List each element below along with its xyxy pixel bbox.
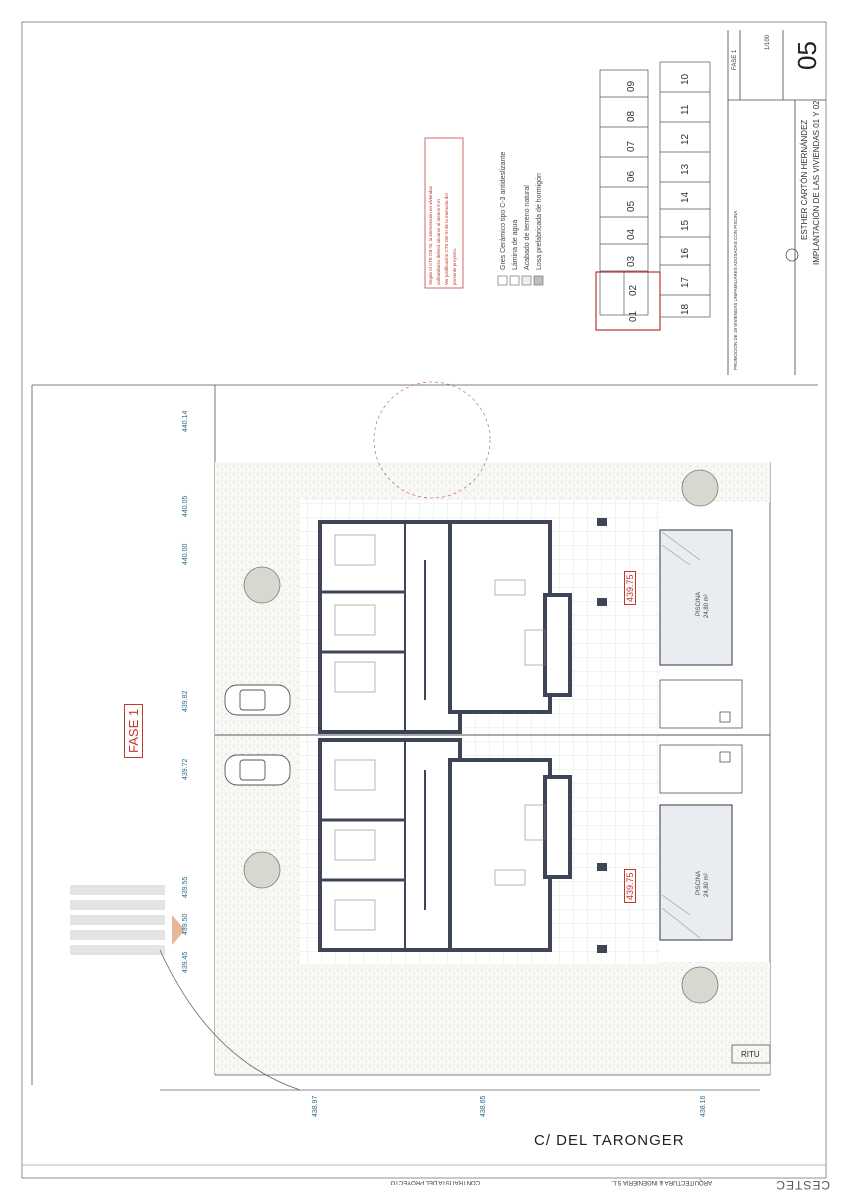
lot-number: 06 xyxy=(626,170,637,182)
elevation-label: 438.97 xyxy=(312,1095,319,1117)
lot-number: 05 xyxy=(626,200,637,212)
terrace-tiles-right xyxy=(580,500,660,964)
zebra-crossing xyxy=(70,885,165,955)
title-block xyxy=(727,30,826,375)
turning-circle xyxy=(373,381,491,499)
sheet-subtitle: IMPLANTACIÓN DE LAS VIVIENDAS 01 Y 02 xyxy=(812,100,821,265)
legend-item: Gres Cerámico tipo C-3 antideslizante xyxy=(500,151,507,270)
lot-number: 03 xyxy=(626,255,637,267)
architect-name: ESTHER CARTÓN HERNÁNDEZ xyxy=(800,119,809,240)
house-upper xyxy=(318,520,572,734)
house-elevation-label: 439.75 xyxy=(624,571,636,605)
lot-number: 12 xyxy=(680,133,691,145)
legend-item: Losa prefabricada de hormigón xyxy=(536,173,543,270)
lot-number: 16 xyxy=(680,247,691,259)
footer-company: ARQUITECTURA & INGENIERÍA S.L. xyxy=(610,1179,712,1185)
car-lower xyxy=(224,754,291,786)
lot-number: 11 xyxy=(680,104,691,115)
legend-item: Lámina de agua xyxy=(512,219,519,270)
pool-upper xyxy=(659,529,733,666)
footer-logo: CESTEC xyxy=(775,1178,830,1192)
lot-number: 13 xyxy=(680,163,691,175)
lot-number: 10 xyxy=(680,73,691,85)
elevation-label: 440.05 xyxy=(182,495,189,517)
lot-number: 15 xyxy=(680,219,691,231)
pool-title: PISCINA xyxy=(696,591,702,616)
legend-item: Acabado de terreno natural xyxy=(524,185,531,270)
terrace-columns xyxy=(597,518,607,953)
pool-title: PISCINA xyxy=(696,870,702,895)
elevation-label: 440.00 xyxy=(182,543,189,565)
pool-lower xyxy=(659,804,733,941)
lot-number: 01 xyxy=(628,310,639,322)
fire-note-line: presente proyecto. xyxy=(452,247,457,285)
legend-swatches xyxy=(497,275,544,286)
pool-area: 24,80 m² xyxy=(704,594,710,618)
elevation-label: 439.72 xyxy=(182,758,189,780)
fire-note-box xyxy=(424,137,464,289)
curb-curve xyxy=(159,949,301,1091)
elevation-label: 439.45 xyxy=(182,951,189,973)
title-phase: FASE 1 xyxy=(732,49,738,70)
elevation-label: 439.55 xyxy=(182,876,189,898)
site-plan xyxy=(595,61,711,331)
promotion-title: PROMOCIÓN DE 18 VIVIENDAS UNIFAMILIARES … xyxy=(733,210,738,370)
fire-note-line: Según el CTE DB-SI, la intervención en v… xyxy=(428,185,433,285)
furniture xyxy=(334,534,546,931)
lot-number: 14 xyxy=(680,191,691,203)
lot-number: 07 xyxy=(626,140,637,152)
lot-number: 17 xyxy=(680,276,691,288)
house-lower xyxy=(318,738,572,952)
lot-number: 04 xyxy=(626,228,637,240)
access-arrow xyxy=(172,915,185,945)
elevation-label: 439.50 xyxy=(182,913,189,935)
fire-note-line: unifamiliares deberá situarse al menos 8… xyxy=(436,199,441,285)
service-boxes xyxy=(659,679,771,1064)
trees xyxy=(243,469,719,1004)
house-elevation-label: 439.75 xyxy=(624,869,636,903)
sheet-scale: 1/100 xyxy=(765,34,771,50)
elevation-label: 439.82 xyxy=(182,690,189,712)
phase-label: FASE 1 xyxy=(124,703,143,758)
car-upper xyxy=(224,684,291,716)
street-name: C/ DEL TARONGER xyxy=(534,1132,685,1149)
lot-number: 18 xyxy=(680,303,691,315)
pool-area: 24,80 m² xyxy=(704,873,710,897)
lot-number: 02 xyxy=(628,284,639,296)
lot-number: 09 xyxy=(626,80,637,92)
ritu-label: RITU xyxy=(741,1050,760,1059)
footer-contractor: CONTRATISTA DEL PROYECTO xyxy=(390,1179,480,1185)
elevation-label: 440.14 xyxy=(182,410,189,432)
elevation-label: 438.65 xyxy=(480,1095,487,1117)
fire-note-line: Ver justificación CTE DB-SI de la memori… xyxy=(444,193,449,285)
sheet-border xyxy=(21,21,827,1179)
lot-number: 08 xyxy=(626,110,637,122)
sheet-number: 05 xyxy=(792,41,822,70)
elevation-label: 438.16 xyxy=(700,1095,707,1117)
